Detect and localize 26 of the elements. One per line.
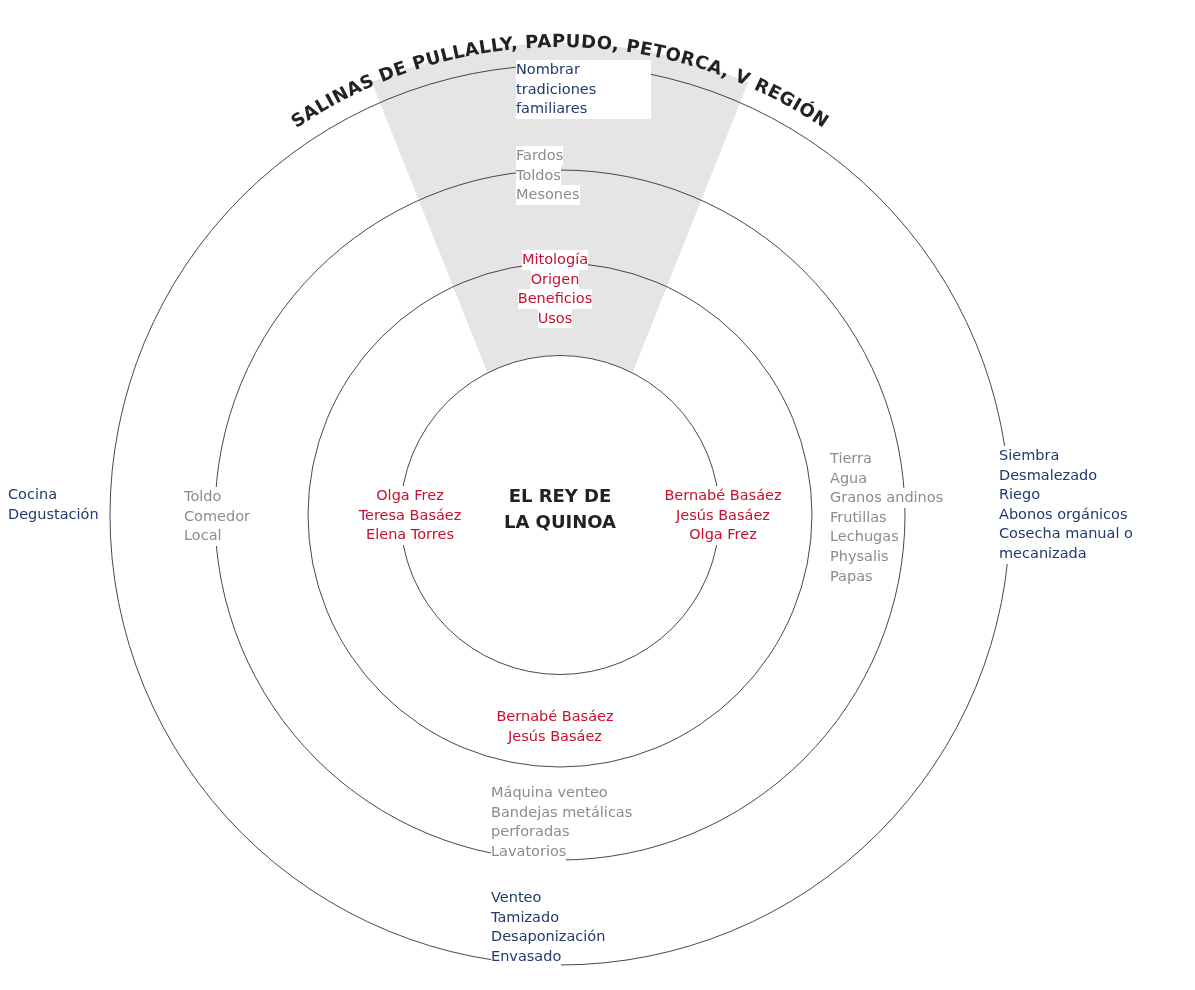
ring-label: Toldo — [184, 487, 222, 507]
ring-label: Comedor — [184, 506, 251, 527]
ring-label: Lechugas — [830, 527, 899, 547]
ring-label: Desmalezado — [999, 465, 1098, 486]
ring-label: Olga Frez — [376, 486, 444, 506]
ring-label: Toldos — [516, 165, 561, 186]
ring-label: Mitología — [521, 250, 589, 270]
ring-label: Olga Frez — [689, 525, 757, 545]
ring-label: Jesús Basáez — [676, 505, 770, 526]
ring-label: Beneficios — [517, 289, 593, 309]
ring-label: Teresa Basáez — [358, 505, 462, 526]
ring-label: Fardos — [516, 146, 564, 166]
ring-label: Riego — [999, 485, 1041, 505]
ring-label: Elena Torres — [366, 525, 454, 545]
ring-label: Siembra — [999, 446, 1060, 466]
ring-label: Degustación — [8, 504, 99, 525]
ring-label: Granos andinos — [830, 488, 944, 508]
ring-label: Bernabé Basáez — [664, 486, 782, 506]
ring-label: Desaponización — [491, 927, 606, 947]
ring-label: Máquina venteo — [491, 783, 608, 803]
ring-label: Nombrar tradiciones familiares — [516, 60, 651, 119]
ring-label: Mesones — [516, 185, 580, 205]
ring-label: Abonos orgánicos — [999, 504, 1128, 525]
ring-label: Local — [184, 526, 222, 546]
center-title: EL REY DE LA QUINOA — [502, 484, 618, 534]
ring-label: Jesús Basáez — [508, 726, 602, 747]
